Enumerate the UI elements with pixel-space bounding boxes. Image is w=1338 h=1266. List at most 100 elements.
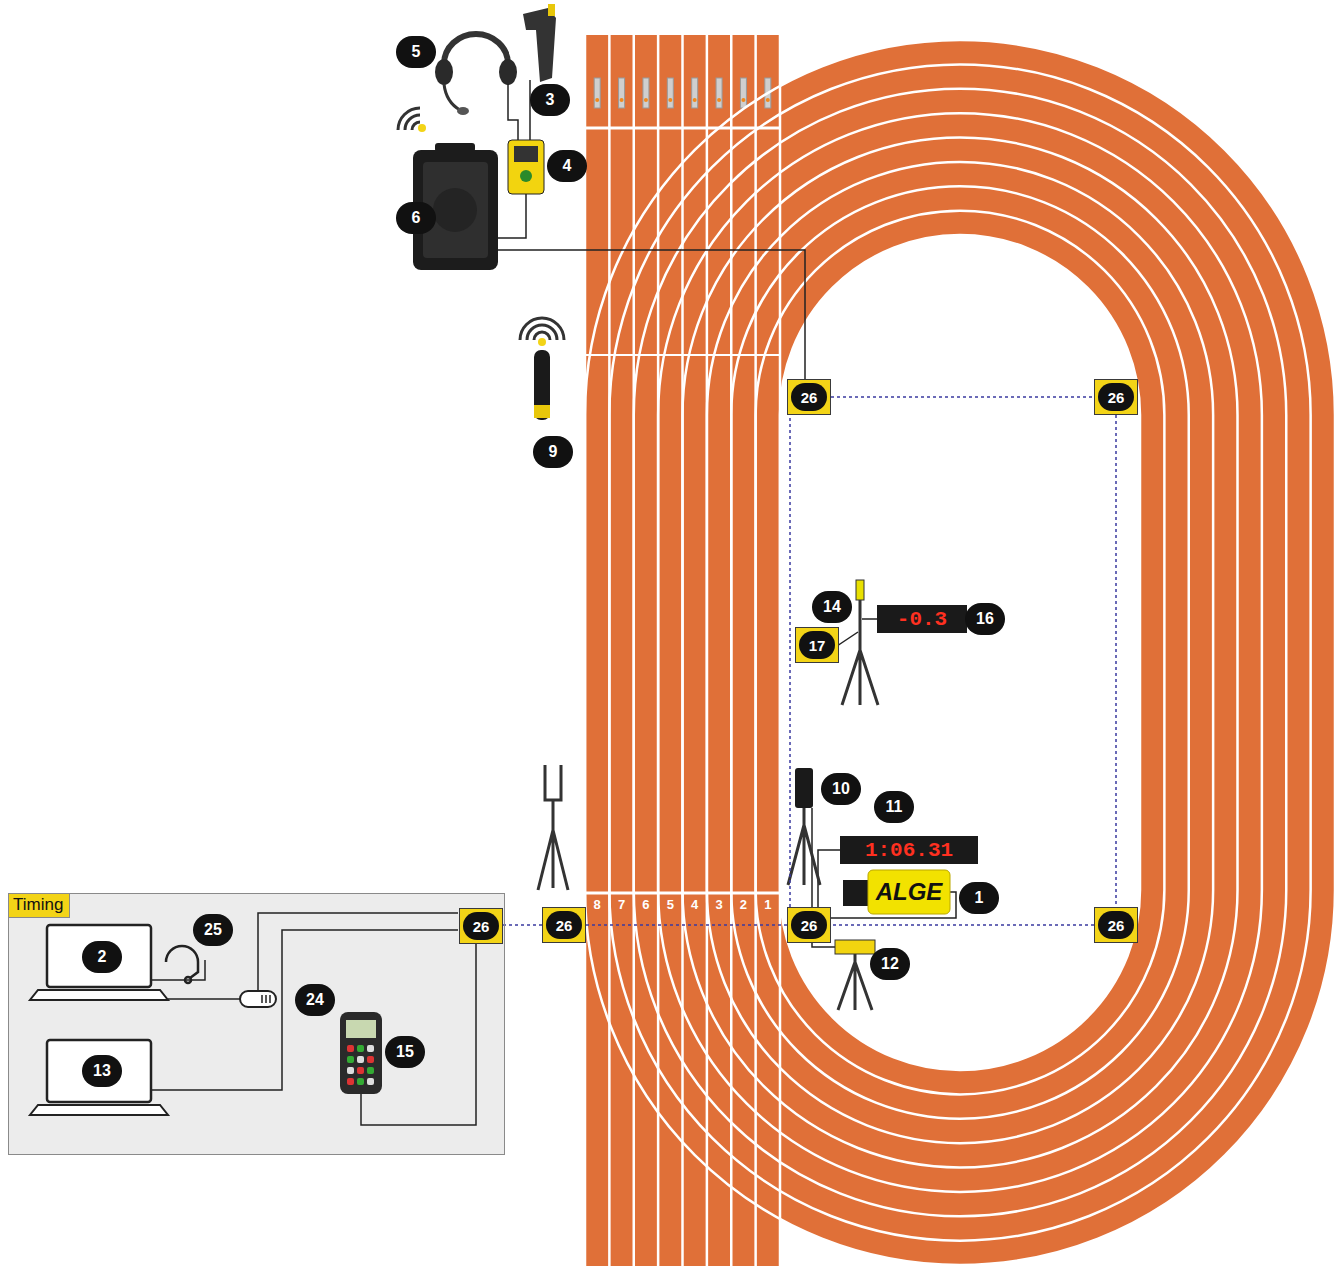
usb-adapter (262, 995, 270, 1003)
keypad (357, 1045, 364, 1052)
photocell (788, 768, 820, 885)
callout-number: 6 (396, 202, 436, 234)
lane-number: 5 (659, 897, 681, 913)
wires (818, 850, 840, 907)
starting-block (620, 98, 624, 102)
junction-box: 26 (787, 907, 831, 943)
headset (457, 107, 469, 115)
wireless-icon (418, 124, 426, 132)
handheld-timer (340, 1012, 382, 1094)
headset (435, 34, 517, 115)
lane-number: 2 (732, 897, 754, 913)
headset (435, 59, 453, 85)
laptop (47, 925, 151, 987)
laptop (30, 1105, 168, 1115)
handheld-timer (340, 1012, 382, 1094)
wireless-icon (398, 108, 426, 132)
callout-number: 10 (821, 773, 861, 805)
junction-box: 26 (1094, 907, 1138, 943)
wires (168, 998, 240, 1000)
wireless-start-device (538, 338, 546, 346)
operator-headset (166, 946, 198, 962)
wireless-start-device (520, 318, 564, 340)
lane-line (731, 186, 1189, 1119)
photocell-reflector (538, 800, 568, 890)
callout-number: 12 (870, 948, 910, 980)
laptop (30, 1040, 168, 1115)
junction-box: 26 (1094, 379, 1138, 415)
wireless-start-device (534, 405, 550, 418)
lane-line (634, 89, 1287, 1217)
operator-headset (190, 962, 198, 978)
finish-camera (843, 870, 950, 914)
keypad (357, 1067, 364, 1074)
loudspeaker (433, 188, 477, 232)
keypad (357, 1078, 364, 1085)
speed-sensor (835, 940, 875, 954)
keypad (347, 1045, 374, 1085)
data-cable (789, 415, 791, 907)
wind-gauge (856, 580, 864, 600)
lane-line (658, 113, 1262, 1192)
junction-box: 26 (542, 907, 586, 943)
infield (780, 235, 1140, 1070)
wires (862, 618, 877, 620)
starting-block (692, 78, 698, 108)
operator-headset (185, 977, 191, 983)
keypad (367, 1056, 374, 1063)
wires (151, 930, 458, 1090)
data-cable (1115, 415, 1117, 907)
zone-line (585, 354, 780, 356)
wires (151, 80, 956, 1125)
usb-adapter (240, 991, 276, 1007)
track-surface (585, 35, 1335, 1266)
start-box (514, 146, 538, 162)
finish-camera (868, 870, 950, 914)
callout-number: 25 (193, 914, 233, 946)
lane-line (585, 40, 1335, 1265)
starting-block (693, 98, 697, 102)
wireless-icon (405, 115, 420, 130)
operator-headset (166, 946, 198, 983)
data-cable (831, 924, 1094, 926)
starting-block (717, 98, 721, 102)
keypad (367, 1067, 374, 1074)
keypad (347, 1067, 354, 1074)
panel-heading: Timing (9, 894, 70, 918)
photocell-reflector (545, 765, 561, 800)
wireless-start-device (527, 325, 557, 340)
headset (499, 59, 517, 85)
callout-number: 26 (1098, 911, 1134, 939)
starting-block (594, 78, 600, 108)
finish-camera (843, 880, 871, 906)
wind-display (877, 605, 967, 633)
start-gun (548, 4, 555, 16)
starting-block (619, 78, 625, 108)
start-gun (523, 4, 556, 82)
lane-lines (585, 35, 1335, 1266)
callout-number: 1 (959, 882, 999, 914)
headset (444, 34, 508, 64)
display-reading: 1:06.31 (840, 836, 978, 864)
junction-box: 26 (787, 379, 831, 415)
wires (508, 84, 518, 140)
keypad (367, 1045, 374, 1052)
display-reading: -0.3 (877, 605, 967, 633)
callout-number: 26 (791, 383, 827, 411)
lane-line (707, 162, 1213, 1143)
speed-sensor (838, 954, 872, 1010)
starting-block (716, 78, 722, 108)
laptop (30, 990, 168, 1000)
starting-block (643, 78, 649, 108)
lane-line (609, 64, 1310, 1240)
wires (498, 194, 526, 238)
handheld-timer (346, 1020, 376, 1038)
starting-block (644, 98, 648, 102)
start-box (520, 170, 532, 182)
callout-number: 4 (547, 150, 587, 182)
junction-box: 17 (795, 627, 839, 663)
lane-line (683, 138, 1238, 1168)
photocell-reflector (538, 765, 568, 890)
finish-line (585, 892, 780, 895)
